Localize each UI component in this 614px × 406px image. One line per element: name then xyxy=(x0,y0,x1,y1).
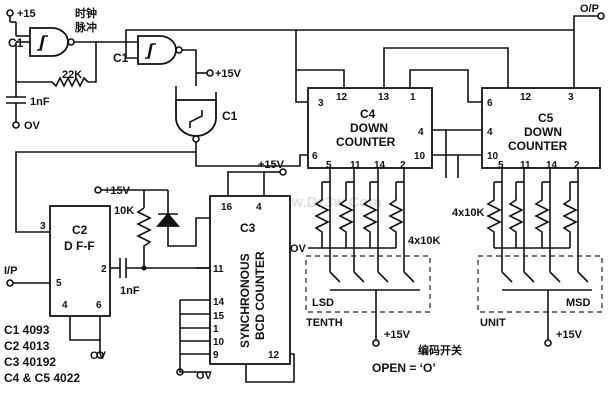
c2-type: D F-F xyxy=(64,239,95,253)
pin: 4 xyxy=(256,202,262,213)
gate-c1-label: C1 xyxy=(8,36,24,50)
input-label: I/P xyxy=(4,265,17,277)
ov-label: OV xyxy=(290,243,307,255)
resistor-10k xyxy=(136,207,152,268)
pin: 2 xyxy=(400,160,406,171)
gate-c1-second: C1 +15V xyxy=(96,29,308,103)
pin: 5 xyxy=(498,160,504,171)
pin: 4 xyxy=(487,127,493,138)
pin: 10 xyxy=(414,151,426,162)
resistor-22k-label: 22K xyxy=(62,69,82,81)
cap-1nf-label: 1nF xyxy=(30,96,50,108)
pin: 2 xyxy=(574,160,580,171)
pin: 14 xyxy=(546,160,558,171)
pin: 4 xyxy=(418,127,424,138)
parts-list: C1 4093 C2 4013 C3 40192 C4 & C5 4022 xyxy=(4,323,80,385)
switch-bank-c5: 4x10K MSD UNIT +15V xyxy=(452,168,603,347)
reset-network: +15V 10K xyxy=(94,185,210,271)
pin: 14 xyxy=(374,160,386,171)
gate-c1-third: C1 xyxy=(15,86,308,233)
c5-title-2: COUNTER xyxy=(508,139,568,153)
pin: 2 xyxy=(101,264,107,275)
c4-title-2: COUNTER xyxy=(336,135,396,149)
pin: 10 xyxy=(487,151,499,162)
parts-list-item: C4 & C5 4022 xyxy=(4,371,80,385)
ov-label: OV xyxy=(90,350,107,362)
pin: 6 xyxy=(487,98,493,109)
gate-c1b-label: C1 xyxy=(113,51,129,65)
c2-name: C2 xyxy=(72,223,88,237)
clock-oscillator: +15 C1 22K 1nF OV 时钟 脉冲 xyxy=(6,6,97,132)
pin: 11 xyxy=(213,264,224,275)
gate-c1c-label: C1 xyxy=(222,109,238,123)
pin: 3 xyxy=(568,92,574,103)
c5-down-counter: C5 DOWN COUNTER 6 12 3 4 10 5 11 14 2 O/… xyxy=(446,3,605,171)
ov-label: OV xyxy=(24,120,41,132)
supply-label-5: +15V xyxy=(384,329,411,341)
open-note: OPEN = ‘O’ xyxy=(372,361,436,375)
msd-label: MSD xyxy=(566,297,591,309)
resistor-10k-label: 10K xyxy=(114,205,134,217)
pin: 11 xyxy=(350,160,361,171)
supply-label-2: +15V xyxy=(215,68,242,80)
pin: 5 xyxy=(56,278,62,289)
lsd-label: LSD xyxy=(312,297,334,309)
resistor-array-label: 4x10K xyxy=(408,235,440,247)
pin: 4 xyxy=(62,300,68,311)
parts-list-item: C1 4093 xyxy=(4,323,50,337)
supply-label: +15 xyxy=(17,8,36,20)
cap-1nf-label: 1nF xyxy=(120,285,140,297)
ov-label: OV xyxy=(196,370,213,382)
pin: 5 xyxy=(326,160,332,171)
pin: 14 xyxy=(213,297,225,308)
parts-list-item: C2 4013 xyxy=(4,339,50,353)
pin: 1 xyxy=(213,324,219,335)
clock-label-2: 脉冲 xyxy=(74,20,97,34)
switch-bank-c4: OV 4x10K LSD TENTH +15V xyxy=(290,168,440,347)
supply-label-4: +15V xyxy=(258,159,285,171)
tenth-label: TENTH xyxy=(306,317,343,329)
pin: 1 xyxy=(410,92,416,103)
c5-name: C5 xyxy=(538,111,554,125)
pin: 11 xyxy=(520,160,531,171)
c3-title-1: SYNCHRONOUS xyxy=(238,253,252,348)
c4-title-1: DOWN xyxy=(350,121,388,135)
coded-switch-label: 编码开关 xyxy=(418,343,462,357)
c5-title-1: DOWN xyxy=(524,125,562,139)
pin: 16 xyxy=(221,202,233,213)
c3-bcd-counter: C3 SYNCHRONOUS BCD COUNTER 16 4 11 14 15… xyxy=(176,159,295,383)
c2-d-flipflop: C2 D F-F 3 5 2 4 6 I/P OV 1nF xyxy=(4,205,210,362)
pin: 12 xyxy=(268,350,280,361)
pin: 6 xyxy=(312,151,318,162)
pin: 15 xyxy=(213,311,225,322)
pin: 6 xyxy=(96,300,102,311)
pin: 9 xyxy=(213,350,219,361)
pin: 3 xyxy=(40,221,46,232)
c3-title-2: BCD COUNTER xyxy=(253,251,267,340)
unit-label: UNIT xyxy=(480,317,506,329)
resistor-array-label: 4x10K xyxy=(452,207,484,219)
parts-list-item: C3 40192 xyxy=(4,355,56,369)
output-label: O/P xyxy=(580,3,599,15)
supply-label-3: +15V xyxy=(104,185,131,197)
pin: 3 xyxy=(318,98,324,109)
resistor-22k xyxy=(26,76,89,88)
c4-name: C4 xyxy=(360,107,376,121)
c3-name: C3 xyxy=(240,221,256,235)
pin: 13 xyxy=(378,92,390,103)
pin: 12 xyxy=(520,92,532,103)
clock-label-1: 时钟 xyxy=(75,6,97,20)
supply-label-6: +15V xyxy=(556,329,583,341)
supply-node xyxy=(279,168,287,176)
pin: 12 xyxy=(336,92,348,103)
watermark: www.Dz3w.Com xyxy=(267,194,382,211)
pin: 10 xyxy=(213,337,225,348)
